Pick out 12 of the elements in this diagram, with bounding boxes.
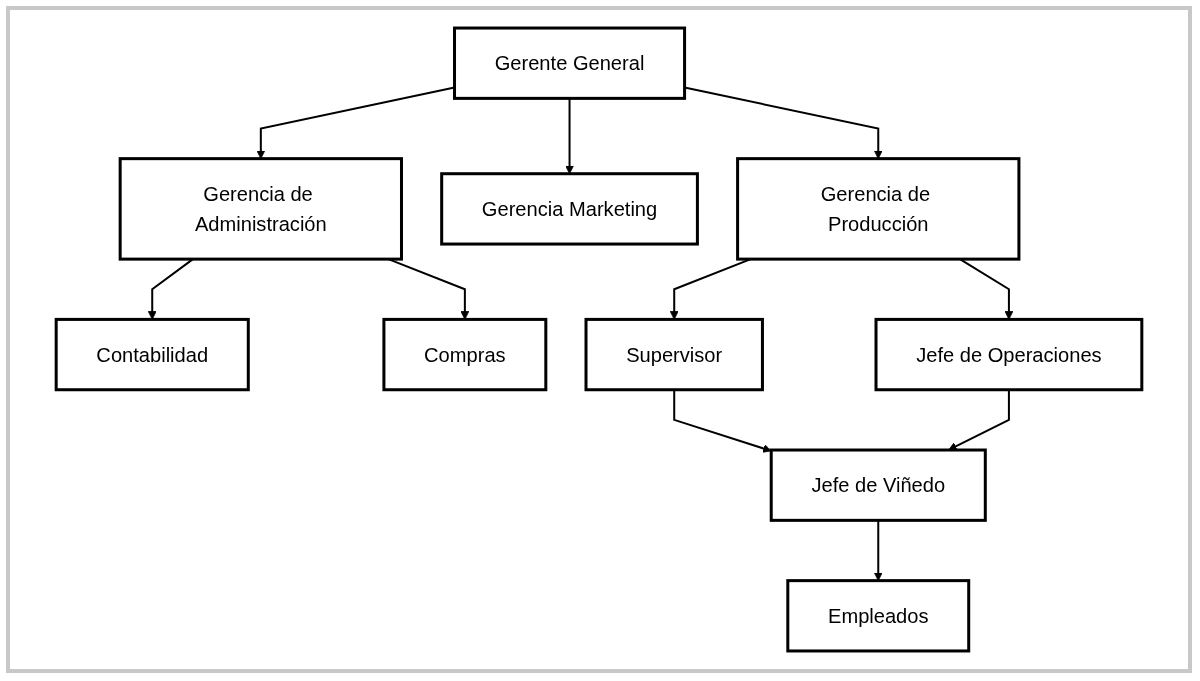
arrow <box>673 389 772 453</box>
arrow <box>948 389 1010 451</box>
node-box: Empleados <box>786 579 971 653</box>
node-box: Gerente General <box>453 26 687 100</box>
node-box: Contabilidad <box>54 317 250 392</box>
node-box: Supervisor <box>584 317 764 392</box>
node-box: Gerencia de Administración <box>118 157 403 261</box>
node-box: Jefe de Operaciones <box>874 317 1144 392</box>
node-box: Compras <box>382 317 548 392</box>
node-box: Gerencia de Producción <box>736 157 1021 261</box>
node-box: Jefe de Viñedo <box>769 448 987 522</box>
node-box: Gerencia Marketing <box>440 172 699 246</box>
